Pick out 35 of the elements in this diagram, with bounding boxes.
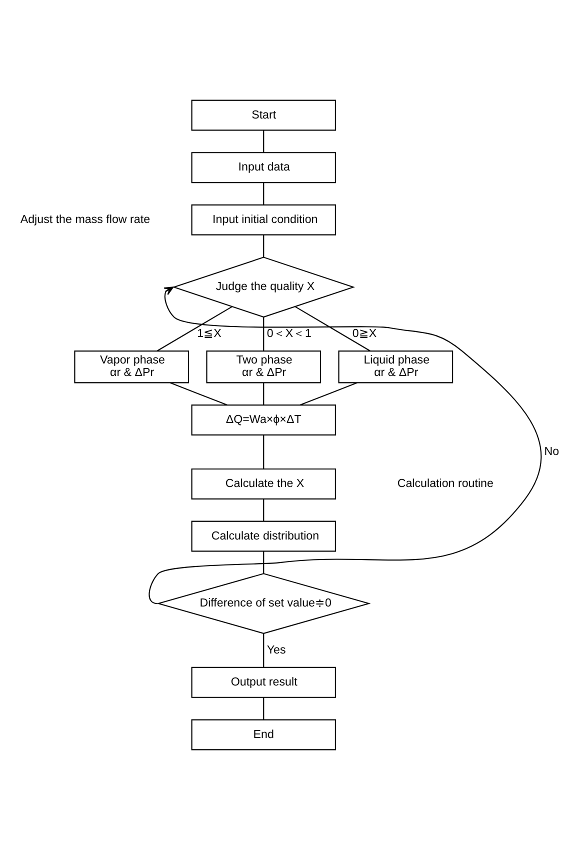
node-box: Calculate distribution <box>191 520 336 552</box>
node-box: Start <box>191 99 336 130</box>
connector <box>263 382 264 404</box>
edge-label: 0≧X <box>352 326 377 340</box>
node-box: Vapor phase αr & ΔPr <box>74 350 190 383</box>
label: Calculation routine <box>397 476 494 490</box>
connector <box>263 550 264 573</box>
node-diamond: Judge the quality X <box>172 256 356 318</box>
edge-label: 0＜X＜1 <box>266 326 312 340</box>
connector <box>300 382 358 406</box>
edge-label: 1≦X <box>197 326 222 340</box>
connector <box>170 382 228 406</box>
edge-label: Yes <box>266 643 286 656</box>
connector <box>263 182 264 204</box>
node-box: Input initial condition <box>191 204 336 235</box>
connector <box>294 306 371 351</box>
node-box: ΔQ=Wa×ϕ×ΔT <box>191 404 336 435</box>
connector <box>263 130 264 152</box>
node-box: Calculate the X <box>191 468 336 499</box>
connector <box>263 316 264 350</box>
label: Adjust the mass flow rate <box>20 212 150 226</box>
connector <box>263 498 264 521</box>
edge-label: No <box>544 444 560 458</box>
node-diamond: Difference of set value≑0 <box>156 572 371 634</box>
connector <box>263 234 264 257</box>
node-box: Output result <box>191 666 336 698</box>
connector <box>263 434 264 468</box>
connector <box>263 697 264 720</box>
node-box: Input data <box>191 152 336 183</box>
node-box: Liquid phase αr & ΔPr <box>338 350 454 383</box>
connector <box>156 306 232 351</box>
arrow <box>149 286 542 604</box>
node-box: End <box>191 718 336 750</box>
connector <box>263 633 264 667</box>
node-box: Two phase αr & ΔPr <box>206 350 322 383</box>
